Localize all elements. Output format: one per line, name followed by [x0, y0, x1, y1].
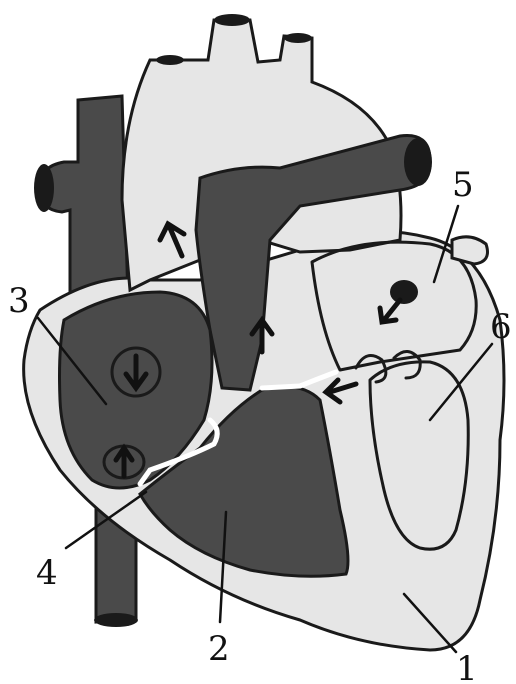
label-1: 1: [456, 649, 478, 684]
label-3: 3: [8, 281, 30, 321]
aorta-branch-opening-3: [156, 55, 184, 65]
aorta-branch-opening-2: [284, 33, 312, 43]
label-6: 6: [490, 307, 512, 347]
pulmonary-artery-opening: [404, 138, 432, 186]
label-4: 4: [36, 553, 58, 593]
aorta-branch-opening-1: [214, 14, 250, 26]
label-5: 5: [452, 165, 474, 205]
vena-cava-bottom-opening: [94, 613, 138, 627]
label-2: 2: [208, 629, 230, 669]
left-atrium-blob: [390, 280, 418, 304]
pulmonary-vein: [452, 237, 488, 264]
vena-cava-side-opening: [34, 164, 54, 212]
